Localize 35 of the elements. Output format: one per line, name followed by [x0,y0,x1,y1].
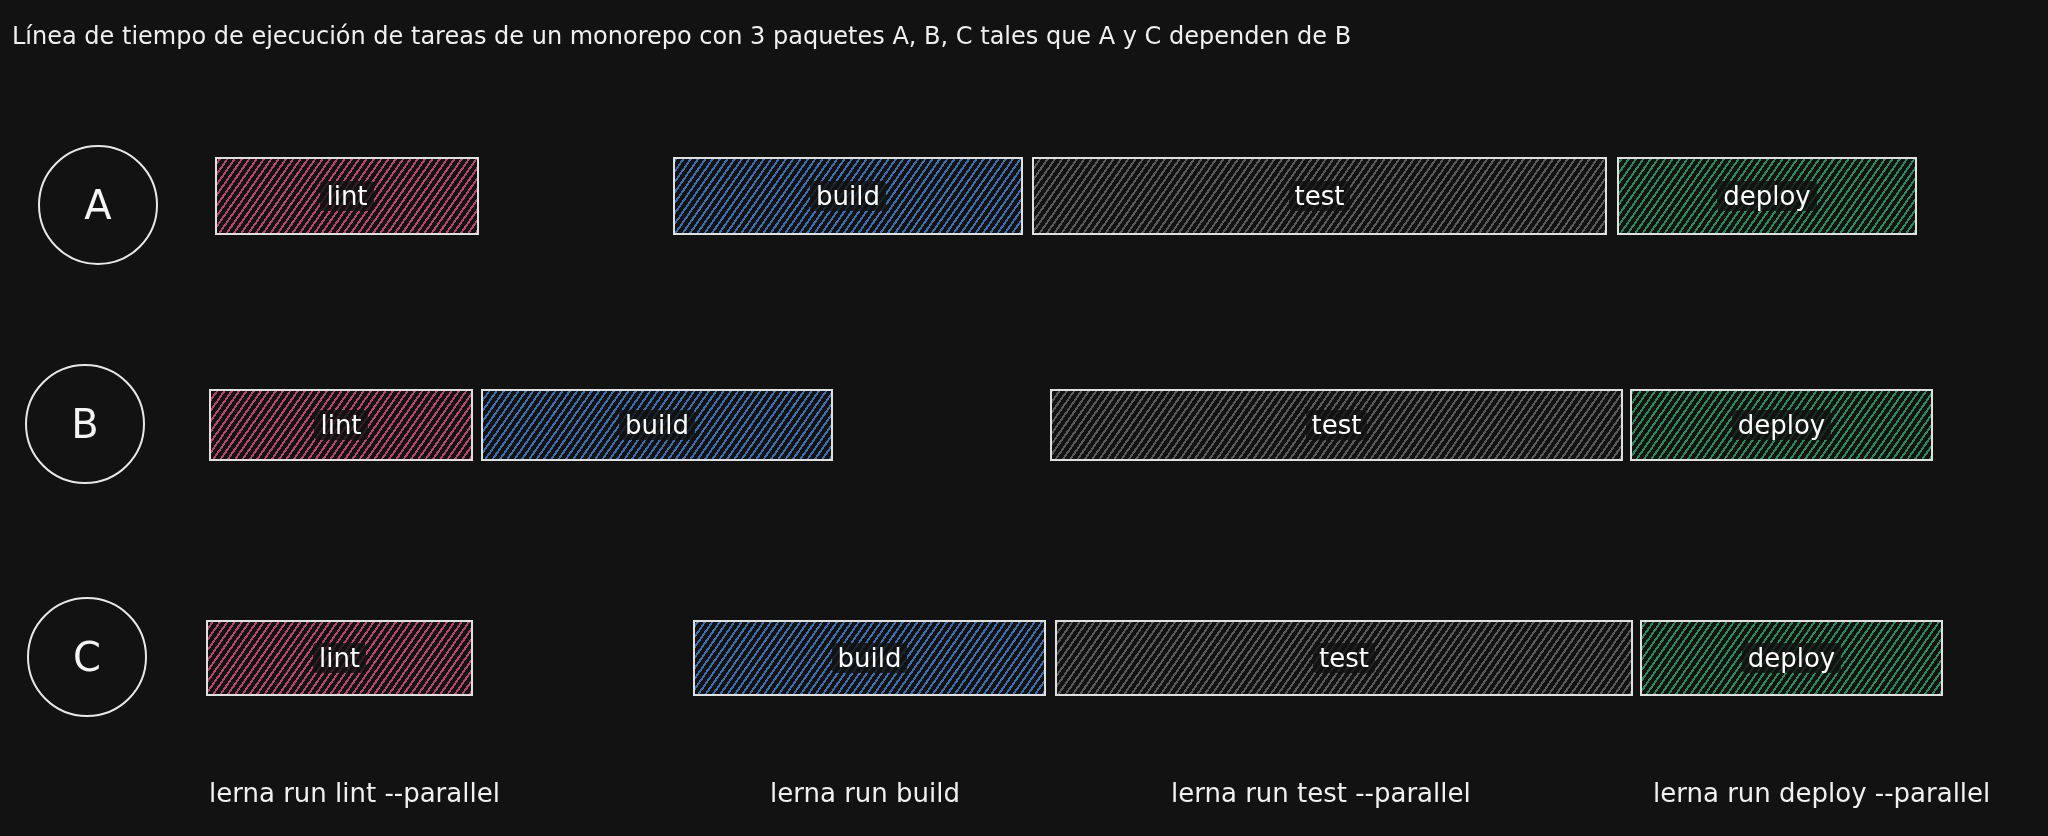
package-label: C [73,634,101,680]
task-bar [1630,389,1933,461]
task-label: lint [320,181,374,211]
command-label: lerna run build [770,778,960,808]
task-bar [1055,620,1633,696]
package-label: A [84,182,112,228]
package-circle [25,364,145,484]
task-bar [209,389,473,461]
task-label: deploy [1731,410,1832,440]
task-label: test [1288,181,1351,211]
task-label: build [619,410,695,440]
task-label: build [831,643,908,673]
task-label: lint [314,410,368,440]
task-label: build [810,181,886,211]
diagram-title: Línea de tiempo de ejecución de tareas de un monorepo con 3 paquetes A, B, C tales que A y C dependen de B [12,22,1352,50]
package-label: B [71,401,99,447]
command-label: lerna run deploy --parallel [1653,778,1991,808]
task-bar [1032,157,1607,235]
command-label: lerna run lint --parallel [209,778,500,808]
task-bar [206,620,473,696]
task-bar [693,620,1046,696]
command-label: lerna run test --parallel [1171,778,1471,808]
package-circle [38,145,158,265]
task-bar [1640,620,1943,696]
task-bar [1617,157,1917,235]
task-bar [673,157,1023,235]
task-bar [481,389,833,461]
task-label: deploy [1717,181,1817,211]
task-bar [215,157,479,235]
task-bar [1050,389,1623,461]
task-label: test [1305,410,1368,440]
task-label: test [1313,643,1375,673]
task-label: deploy [1741,643,1842,673]
package-circle [27,597,147,717]
task-label: lint [312,643,367,673]
